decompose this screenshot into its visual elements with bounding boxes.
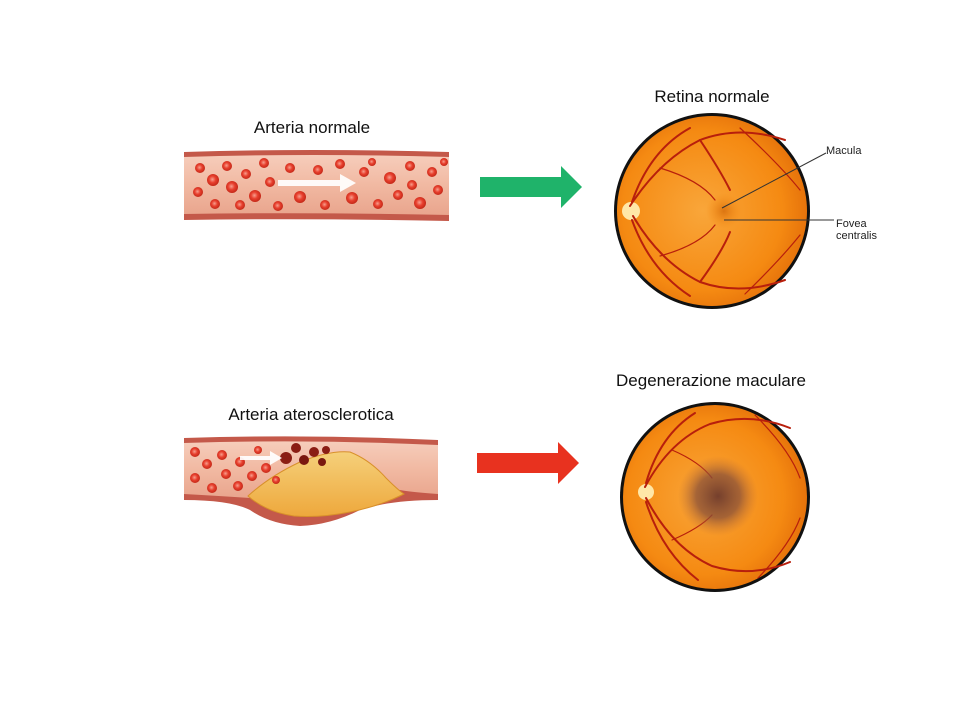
- pointer-lines: [721, 152, 834, 221]
- label-macula: Macula: [826, 145, 862, 157]
- blood-cells-normal: [193, 158, 448, 211]
- atherosclerotic-artery: [184, 436, 438, 526]
- arrow-disease-icon: [477, 442, 579, 484]
- blood-cells-atherosclerotic: [190, 443, 330, 493]
- flow-arrow-atherosclerotic: [240, 451, 282, 465]
- normal-artery: [184, 150, 449, 221]
- label-normal-retina: Retina normale: [654, 87, 770, 106]
- degeneration-spot: [678, 456, 758, 536]
- flow-arrow-normal: [278, 174, 356, 192]
- label-macular-degeneration: Degenerazione maculare: [616, 371, 806, 390]
- label-atherosclerotic-artery: Arteria aterosclerotica: [228, 405, 394, 424]
- degenerated-retina: [620, 402, 810, 592]
- normal-retina: [614, 113, 834, 309]
- label-normal-artery: Arteria normale: [253, 118, 371, 137]
- retina-vessels-degenerated: [644, 412, 801, 581]
- arrow-normal-icon: [480, 166, 582, 208]
- label-fovea-line2: centralis: [836, 230, 877, 242]
- retina-vessels-normal: [629, 127, 801, 297]
- label-fovea-line1: Fovea: [836, 218, 867, 230]
